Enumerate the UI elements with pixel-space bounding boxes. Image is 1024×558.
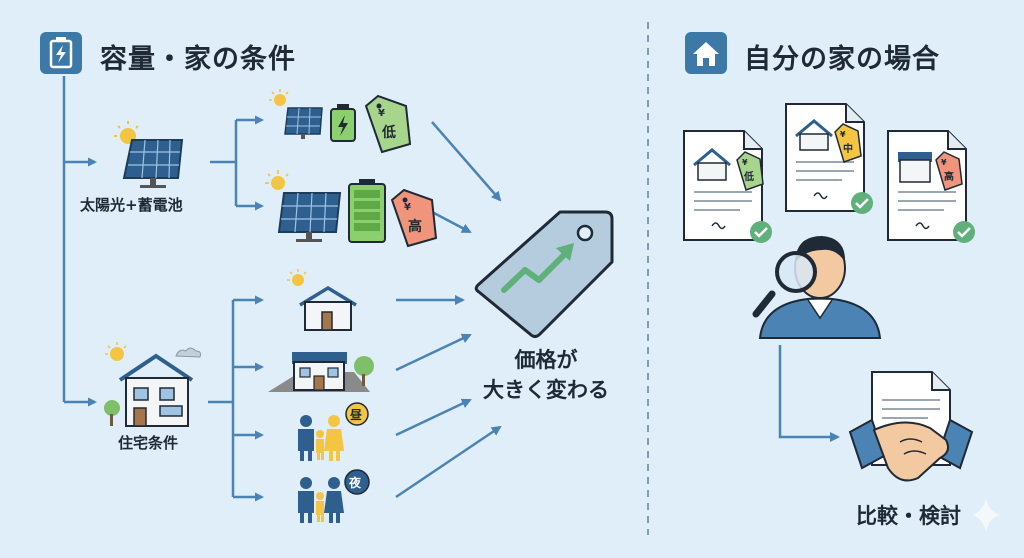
big-price-tag-icon	[474, 210, 614, 338]
handshake-icon	[848, 418, 974, 482]
sun-badge-icon	[345, 402, 369, 426]
small-battery-icon	[330, 104, 356, 142]
result-line2: 大きく変わる	[483, 378, 609, 402]
tag-high-yen: ¥	[404, 202, 411, 213]
sparkle-icon	[972, 498, 1000, 532]
battery-icon	[40, 32, 82, 74]
doc-mid-yen: ¥	[840, 130, 846, 139]
compare-label: 比較・検討	[856, 504, 961, 528]
converging-arrows	[395, 121, 502, 499]
price-tag-high	[390, 188, 438, 248]
tree-connectors	[62, 76, 264, 502]
right-section-title: 自分の家の場合	[744, 44, 940, 75]
doc-high-tag-text: 高	[944, 172, 954, 183]
tag-low-text: 低	[382, 125, 396, 141]
simple-house-icon	[287, 269, 357, 331]
doc-high-yen: ¥	[941, 158, 947, 167]
document-low	[683, 130, 772, 243]
doc-low-yen: ¥	[742, 158, 748, 167]
result-text: 価格が 大きく変わる	[476, 345, 616, 405]
document-mid	[785, 103, 873, 214]
family-daytime-icon	[298, 415, 344, 461]
day-badge-text: 昼	[350, 408, 363, 422]
moon-badge-icon	[344, 469, 370, 495]
flow-arrow-to-handshake	[778, 345, 840, 442]
house-main-icon	[104, 342, 201, 427]
result-line1: 価格が	[514, 348, 578, 372]
house-icon	[685, 32, 727, 74]
family-nighttime-icon	[298, 477, 344, 523]
tag-high-text: 高	[408, 219, 422, 235]
housing-label: 住宅条件	[118, 434, 179, 452]
tag-low-yen: ¥	[378, 108, 385, 119]
solar-panel-icon	[114, 121, 184, 188]
doc-mid-tag-text: 中	[843, 144, 853, 155]
large-battery-icon	[348, 179, 386, 243]
night-badge-text: 夜	[349, 476, 362, 490]
price-tag-low	[364, 94, 412, 154]
large-solar-panel-icon	[265, 170, 342, 242]
person-magnifier-icon	[752, 236, 882, 339]
doc-low-tag-text: 低	[744, 172, 754, 183]
two-story-house-icon	[268, 352, 374, 392]
solar-battery-label: 太陽光+蓄電池	[80, 196, 183, 214]
small-solar-panel-icon	[269, 89, 323, 139]
document-high	[887, 130, 975, 243]
left-section-title: 容量・家の条件	[100, 44, 296, 75]
